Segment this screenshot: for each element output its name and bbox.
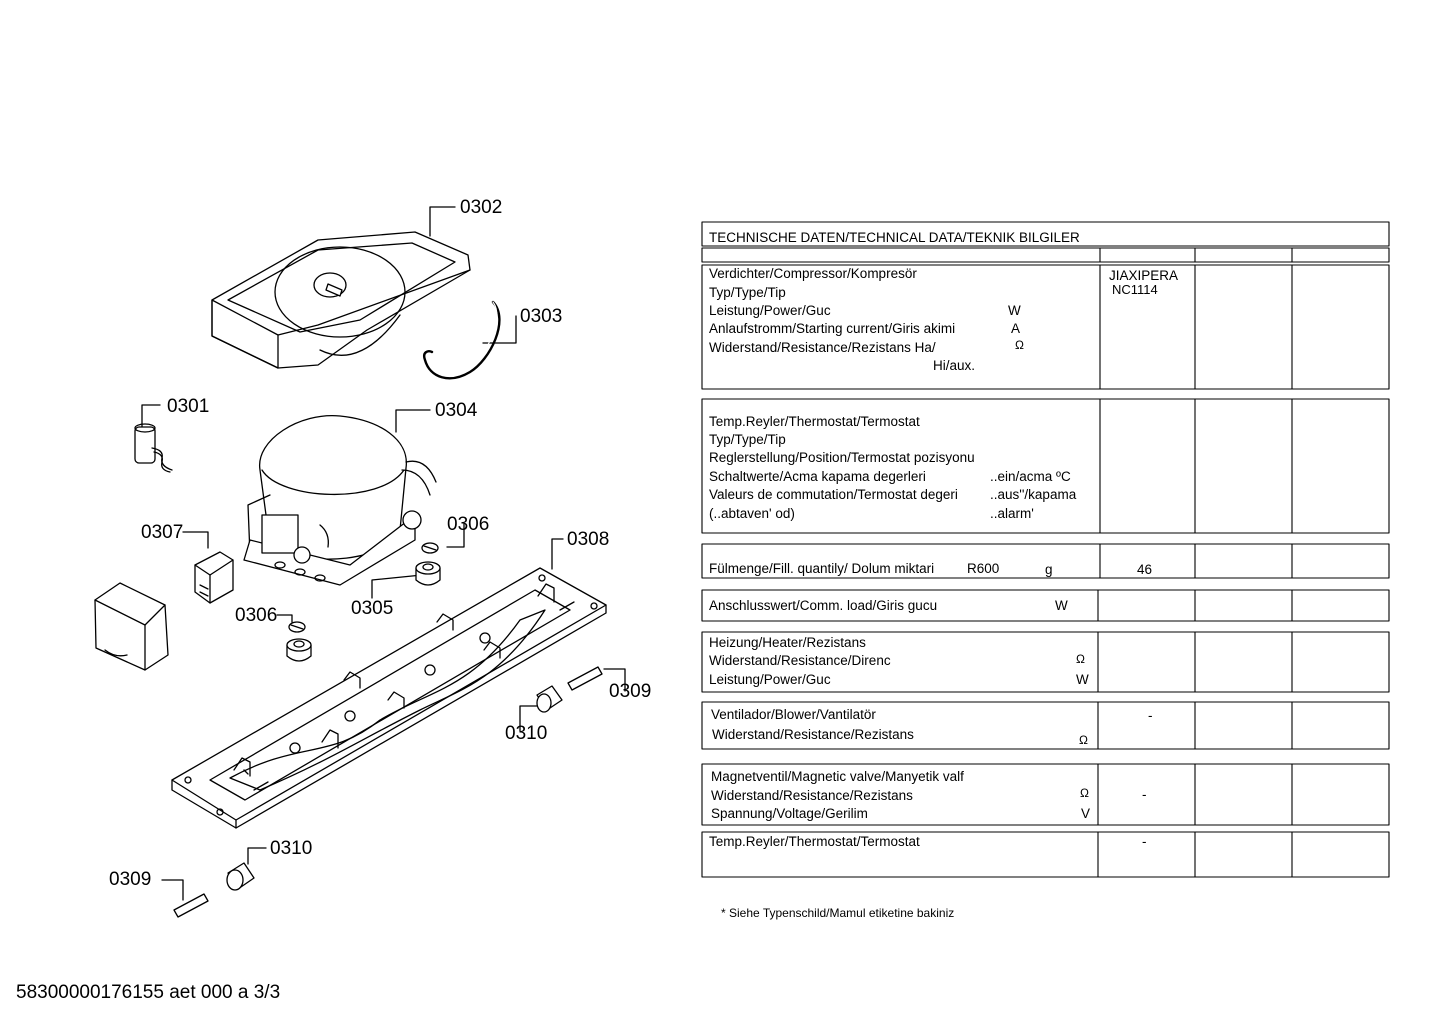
comm-load-unit: W — [1055, 598, 1068, 613]
part-0310-sleeve-a — [536, 685, 563, 713]
thermostat2-value: - — [1142, 834, 1147, 849]
fill-quantity-label: Fülmenge/Fill. quantily/ Dolum miktari — [709, 561, 935, 576]
part-0305-foot-b — [286, 638, 312, 662]
tech-table-frame — [701, 221, 1390, 878]
callout-0307: 0307 — [141, 522, 184, 543]
callout-0310-a: 0310 — [505, 723, 548, 744]
valve-label: Magnetventil/Magnetic valve/Manyetik val… — [711, 769, 964, 784]
part-0306-grommet-a — [421, 542, 439, 554]
thermostat-position-label: Reglerstellung/Position/Termostat pozisy… — [709, 450, 975, 465]
compressor-unit-ohm: Ω — [1015, 338, 1024, 352]
compressor-unit-a: A — [1011, 321, 1021, 336]
blower-unit-ohm: Ω — [1079, 733, 1088, 747]
heater-unit-w: W — [1076, 672, 1089, 687]
heater-unit-ohm: Ω — [1076, 652, 1085, 666]
heater-resistance-label: Widerstand/Resistance/Direnc — [709, 653, 891, 668]
leader-lines — [141, 206, 626, 901]
thermostat-label: Temp.Reyler/Thermostat/Termostat — [709, 414, 920, 429]
thermostat-commutation-label: Valeurs de commutation/Termostat degeri — [709, 487, 958, 502]
compressor-current-label: Anlaufstromm/Starting current/Giris akim… — [709, 321, 956, 336]
valve-resistance-label: Widerstand/Resistance/Rezistans — [711, 788, 913, 803]
valve-unit-ohm: Ω — [1080, 786, 1089, 800]
callout-0305: 0305 — [351, 598, 394, 619]
thermostat-switch-label: Schaltwerte/Acma kapama degerleri — [709, 469, 926, 484]
callout-0301: 0301 — [167, 396, 210, 417]
part-0305-foot-a — [415, 561, 441, 586]
comm-load-label: Anschlusswert/Comm. load/Giris gucu — [709, 598, 938, 613]
callout-0306-b: 0306 — [235, 605, 278, 626]
callout-0303: 0303 — [520, 306, 563, 327]
callout-0304: 0304 — [435, 400, 478, 421]
part-0308-base-rail — [171, 567, 607, 829]
blower-label: Ventilador/Blower/Vantilatör — [711, 707, 876, 722]
compressor-brand-value: JIAXIPERA — [1109, 268, 1179, 283]
part-0302-drip-tray — [211, 231, 471, 369]
fill-unit: g — [1045, 562, 1053, 577]
heater-power-label: Leistung/Power/Guc — [709, 672, 831, 687]
thermostat-aus-label: ..aus''/kapama — [990, 487, 1077, 502]
compressor-model-value: NC1114 — [1112, 282, 1158, 297]
part-0304-compressor — [243, 414, 437, 586]
table-title: TECHNISCHE DATEN/TECHNICAL DATA/TEKNIK B… — [709, 230, 1080, 245]
callout-0308: 0308 — [567, 529, 610, 550]
thermostat-alarm-label: ..alarm' — [990, 506, 1034, 521]
thermostat-ein-label: ..ein/acma ºC — [990, 469, 1071, 484]
compressor-power-label: Leistung/Power/Guc — [709, 303, 831, 318]
compressor-type-label: Typ/Type/Tip — [709, 285, 786, 300]
part-0307-cover — [94, 582, 169, 671]
valve-value: - — [1142, 787, 1147, 802]
thermostat2-label: Temp.Reyler/Thermostat/Termostat — [709, 834, 920, 849]
blower-value: - — [1148, 708, 1153, 723]
valve-unit-v: V — [1081, 806, 1091, 821]
part-0307-relay — [194, 551, 234, 604]
part-0309-pin-a — [567, 666, 603, 691]
compressor-label: Verdichter/Compressor/Kompresör — [709, 266, 917, 281]
heater-label: Heizung/Heater/Rezistans — [709, 635, 866, 650]
compressor-resistance-label: Widerstand/Resistance/Rezistans Ha/ — [709, 340, 936, 355]
callout-0302: 0302 — [460, 197, 503, 218]
thermostat-type-label: Typ/Type/Tip — [709, 432, 786, 447]
part-0310-sleeve-b — [226, 862, 255, 891]
callout-0310-b: 0310 — [270, 838, 313, 859]
table-footnote: * Siehe Typenschild/Mamul etiketine baki… — [721, 906, 955, 920]
part-0306-grommet-b — [288, 621, 306, 633]
compressor-unit-w: W — [1008, 303, 1021, 318]
callout-0309-b: 0309 — [109, 869, 152, 890]
blower-resistance-label: Widerstand/Resistance/Rezistans — [712, 727, 914, 742]
fill-value: 46 — [1137, 562, 1153, 577]
thermostat-abtaven-label: (..abtaven' od) — [709, 506, 795, 521]
part-0303-hose — [423, 300, 501, 380]
valve-voltage-label: Spannung/Voltage/Gerilim — [711, 806, 868, 821]
compressor-aux-label: Hi/aux. — [933, 358, 976, 373]
callout-0309-a: 0309 — [609, 681, 652, 702]
callout-0306-a: 0306 — [447, 514, 490, 535]
part-0309-pin-b — [173, 893, 209, 918]
part-0301-capacitor — [134, 423, 173, 473]
document-code: 58300000176155 aet 000 a 3/3 — [16, 982, 281, 1003]
fill-refrigerant: R600 — [967, 561, 1000, 576]
